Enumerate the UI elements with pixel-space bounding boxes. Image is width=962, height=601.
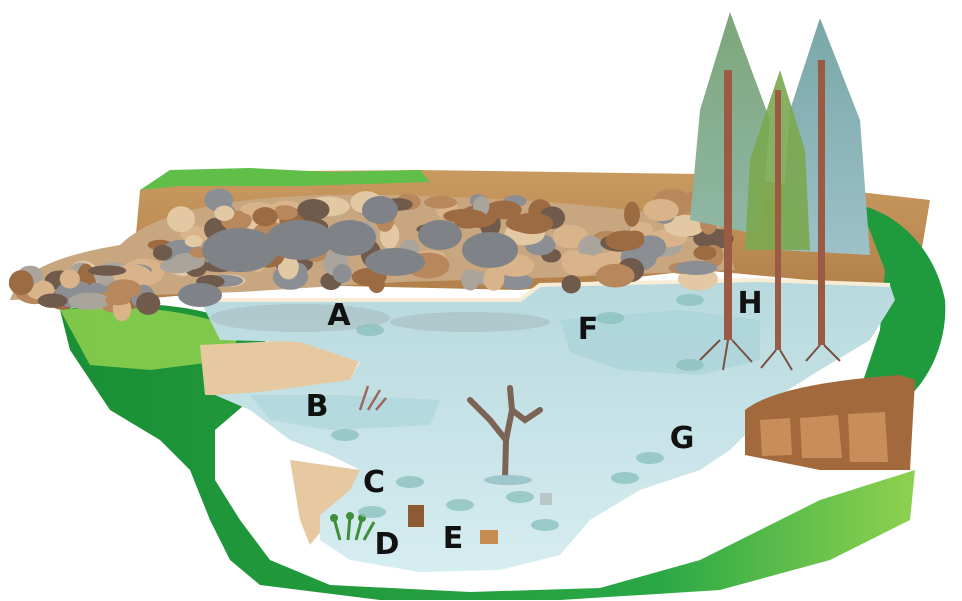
rock bbox=[253, 207, 278, 226]
rock bbox=[333, 264, 352, 283]
rock bbox=[643, 199, 679, 221]
boulder bbox=[266, 220, 334, 260]
rock bbox=[105, 295, 131, 305]
rock bbox=[297, 199, 329, 221]
rock bbox=[562, 275, 581, 293]
boulder bbox=[362, 196, 398, 224]
fish bbox=[531, 519, 559, 531]
boulder bbox=[202, 228, 278, 272]
rock bbox=[624, 202, 640, 227]
boulder bbox=[462, 232, 518, 268]
rock bbox=[88, 265, 126, 275]
rock bbox=[9, 270, 34, 295]
boulder bbox=[324, 220, 376, 256]
boulder bbox=[418, 220, 462, 250]
label-h: H bbox=[737, 289, 762, 319]
label-f: F bbox=[578, 315, 599, 345]
fish bbox=[356, 324, 384, 336]
rock bbox=[69, 293, 111, 310]
fish bbox=[396, 476, 424, 488]
rock bbox=[38, 294, 68, 308]
fish bbox=[596, 312, 624, 324]
label-b: B bbox=[306, 392, 329, 422]
rock bbox=[136, 292, 160, 315]
rock bbox=[185, 235, 203, 247]
boulder bbox=[178, 283, 222, 307]
fish bbox=[446, 499, 474, 511]
rock bbox=[153, 245, 172, 261]
label-d: D bbox=[375, 530, 400, 560]
rock bbox=[443, 209, 486, 223]
fish bbox=[506, 491, 534, 503]
rock bbox=[596, 264, 635, 288]
fish bbox=[676, 294, 704, 306]
rock bbox=[167, 206, 195, 232]
rock bbox=[562, 254, 600, 276]
rock bbox=[605, 231, 644, 251]
fish bbox=[331, 429, 359, 441]
rock bbox=[214, 206, 234, 221]
rock bbox=[461, 269, 480, 290]
rock bbox=[693, 246, 716, 260]
label-e: E bbox=[443, 524, 464, 554]
rock bbox=[424, 196, 457, 208]
rock bbox=[368, 275, 384, 293]
rock bbox=[485, 201, 522, 220]
rock bbox=[60, 269, 80, 288]
rock bbox=[675, 261, 717, 275]
label-g: G bbox=[670, 424, 695, 454]
fish bbox=[611, 472, 639, 484]
fish bbox=[636, 452, 664, 464]
label-a: A bbox=[327, 301, 350, 331]
fish bbox=[676, 359, 704, 371]
label-c: C bbox=[363, 468, 385, 498]
boulder bbox=[365, 248, 425, 276]
fish bbox=[358, 506, 386, 518]
